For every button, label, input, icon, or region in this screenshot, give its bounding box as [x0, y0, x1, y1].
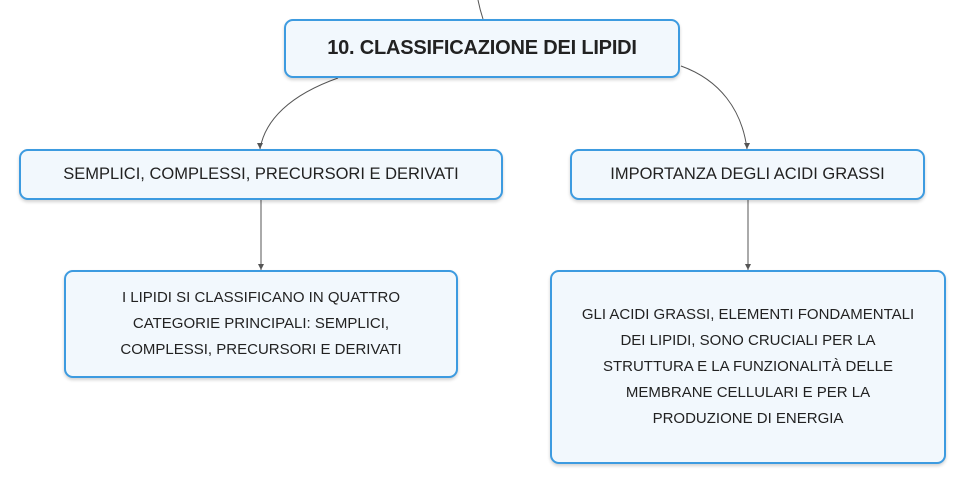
connector-parent-to-root [477, 0, 484, 20]
detail-node-fatty-acids-importance[interactable]: GLI ACIDI GRASSI, ELEMENTI FONDAMENTALI … [550, 270, 946, 464]
root-node[interactable]: 10. CLASSIFICAZIONE DEI LIPIDI [284, 19, 680, 78]
branch-node-label: SEMPLICI, COMPLESSI, PRECURSORI E DERIVA… [63, 165, 459, 183]
detail-node-text: I LIPIDI SI CLASSIFICANO IN QUATTRO CATE… [120, 289, 402, 358]
detail-node-text: GLI ACIDI GRASSI, ELEMENTI FONDAMENTALI … [581, 306, 915, 427]
arrowhead-detail-right [745, 264, 751, 270]
branch-node-fatty-acids-importance[interactable]: IMPORTANZA DEGLI ACIDI GRASSI [570, 149, 925, 200]
connector-root-to-branch-left [259, 77, 339, 150]
detail-node-classification-types[interactable]: I LIPIDI SI CLASSIFICANO IN QUATTRO CATE… [64, 270, 458, 378]
root-node-label: 10. CLASSIFICAZIONE DEI LIPIDI [327, 37, 637, 59]
branch-node-label: IMPORTANZA DEGLI ACIDI GRASSI [610, 165, 885, 183]
arrowhead-detail-left [258, 264, 264, 270]
connector-root-to-branch-right [680, 65, 748, 150]
arrowhead-branch-right [744, 143, 750, 149]
arrowhead-branch-left [257, 143, 263, 149]
branch-node-classification-types[interactable]: SEMPLICI, COMPLESSI, PRECURSORI E DERIVA… [19, 149, 503, 200]
